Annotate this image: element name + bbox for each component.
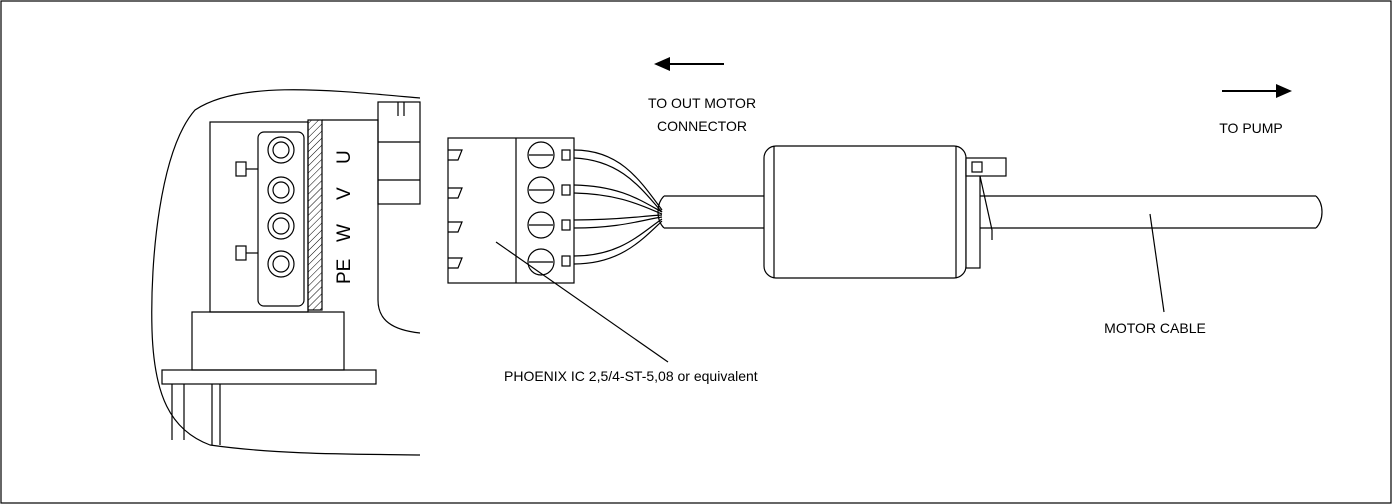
ferrite-core: [763, 145, 967, 279]
label-to-pump: TO PUMP: [1219, 120, 1283, 136]
arrow-right-icon: [1222, 84, 1292, 98]
pin-label-pe: PE: [334, 259, 355, 284]
drive-housing: [151, 89, 421, 456]
leader-line-motor-cable: [1149, 213, 1165, 313]
label-to-out-motor-line2: CONNECTOR: [657, 118, 747, 134]
pin-labels: PE W V U: [334, 150, 355, 284]
leader-line-phoenix: [495, 241, 669, 363]
pin-label-w: W: [334, 224, 355, 242]
motor-cable-left: [657, 195, 766, 229]
label-motor-cable: MOTOR CABLE: [1104, 320, 1206, 336]
motor-cable-right: [980, 195, 1323, 229]
label-to-out-motor-line1: TO OUT MOTOR: [648, 95, 756, 111]
wires: [573, 149, 663, 265]
phoenix-plug: [447, 137, 575, 284]
pin-label-u: U: [334, 150, 355, 164]
label-phoenix-connector: PHOENIX IC 2,5/4-ST-5,08 or equivalent: [504, 368, 758, 384]
cable-tie: [965, 157, 1007, 269]
arrow-left-icon: [654, 57, 724, 71]
pin-label-v: V: [334, 187, 355, 200]
terminal-screws-housing: [235, 131, 305, 307]
